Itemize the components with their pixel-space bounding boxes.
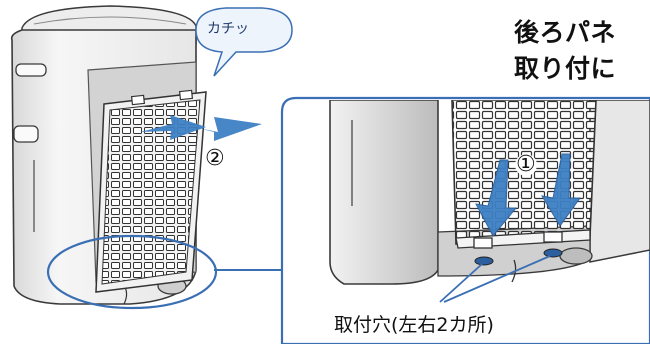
mounting-hole-left	[474, 256, 494, 266]
step-1-marker: ①	[515, 152, 537, 177]
instruction-line-1: 後ろパネ	[514, 18, 617, 47]
instruction-line-2: 取り付に	[514, 54, 617, 83]
mounting-holes-caption: 取付穴(左右2カ所)	[334, 314, 494, 336]
down-arrow-icon	[475, 153, 581, 237]
back-panel-filter	[95, 89, 207, 293]
speech-bubble	[195, 7, 293, 77]
callout-line-left	[439, 263, 483, 303]
mounting-hole-right	[543, 248, 563, 258]
mounting-hole-highlight	[46, 234, 218, 310]
push-arrow-icon	[140, 115, 262, 141]
step-2-marker: ②	[205, 146, 225, 171]
click-sound-label: カチッ	[207, 21, 249, 37]
detail-zoom-box	[280, 96, 650, 344]
callout-line-right	[443, 255, 551, 303]
